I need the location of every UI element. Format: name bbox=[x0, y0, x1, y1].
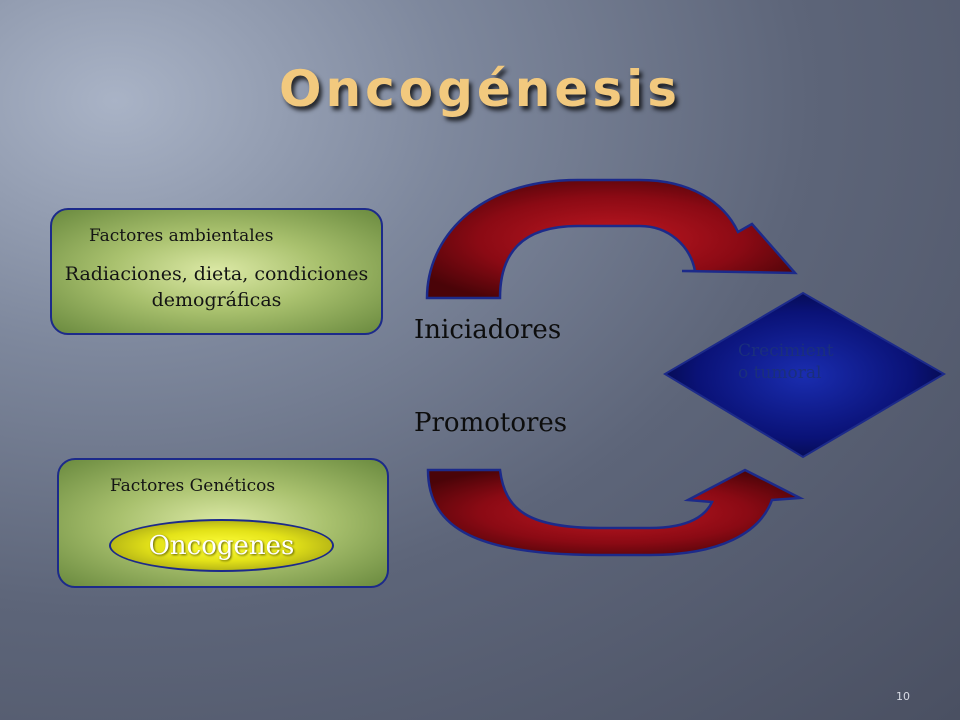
outcome-text: Crecimient o tumoral bbox=[738, 340, 868, 384]
outcome-diamond bbox=[663, 291, 946, 459]
page-number: 10 bbox=[896, 690, 910, 703]
slide-title: Oncogénesis bbox=[279, 60, 681, 118]
environmental-factors-box bbox=[50, 208, 383, 335]
promoters-label: Promotores bbox=[414, 408, 568, 438]
genetic-factors-label: Factores Genéticos bbox=[110, 476, 276, 496]
environmental-factors-description: Radiaciones, dieta, condiciones demográf… bbox=[64, 263, 369, 311]
oncogenes-oval: Oncogenes bbox=[109, 519, 334, 572]
lower-curved-arrow-body bbox=[426, 468, 805, 557]
environmental-factors-label: Factores ambientales bbox=[89, 226, 274, 246]
outcome-text-line-2: o tumoral bbox=[738, 363, 822, 383]
upper-curved-arrow bbox=[425, 178, 798, 300]
initiators-label: Iniciadores bbox=[414, 315, 562, 345]
outcome-text-line-1: Crecimient bbox=[738, 341, 834, 361]
